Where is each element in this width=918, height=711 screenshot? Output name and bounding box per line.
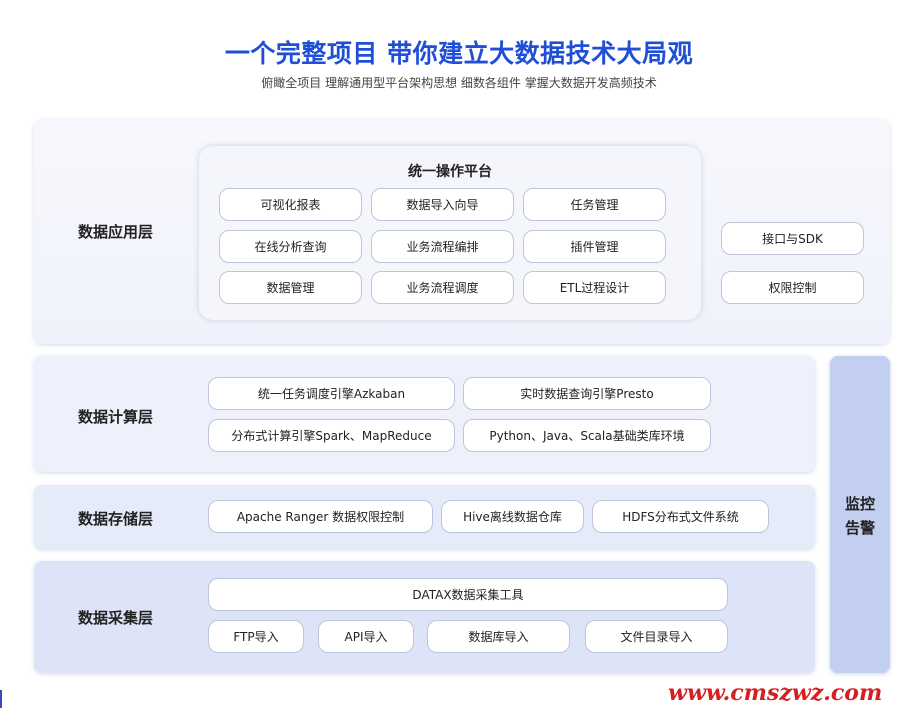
site-watermark: www.cmszwz.com xyxy=(668,680,883,706)
collection-item-api[interactable]: API导入 xyxy=(318,620,414,653)
compute-item-base-libraries[interactable]: Python、Java、Scala基础类库环境 xyxy=(463,419,711,452)
platform-item-visual-report[interactable]: 可视化报表 xyxy=(219,188,362,221)
collection-layer-label: 数据采集层 xyxy=(78,609,154,627)
monitor-label-line1: 监控 xyxy=(844,495,875,513)
collection-item-datax[interactable]: DATAX数据采集工具 xyxy=(208,578,728,611)
platform-item-data-management[interactable]: 数据管理 xyxy=(219,271,362,304)
platform-item-workflow-orchestration[interactable]: 业务流程编排 xyxy=(371,230,514,263)
platform-item-task-management[interactable]: 任务管理 xyxy=(523,188,666,221)
platform-item-etl-design[interactable]: ETL过程设计 xyxy=(523,271,666,304)
compute-layer xyxy=(34,356,815,472)
storage-layer-label: 数据存储层 xyxy=(78,510,154,528)
storage-item-ranger[interactable]: Apache Ranger 数据权限控制 xyxy=(208,500,433,533)
compute-item-azkaban[interactable]: 统一任务调度引擎Azkaban xyxy=(208,377,455,410)
collection-item-file-directory[interactable]: 文件目录导入 xyxy=(585,620,728,653)
compute-item-presto[interactable]: 实时数据查询引擎Presto xyxy=(463,377,711,410)
compute-layer-label: 数据计算层 xyxy=(78,408,154,426)
page-title: 一个完整项目 带你建立大数据技术大局观 xyxy=(224,39,694,68)
platform-item-plugin-management[interactable]: 插件管理 xyxy=(523,230,666,263)
platform-item-workflow-scheduling[interactable]: 业务流程调度 xyxy=(371,271,514,304)
unified-platform-title: 统一操作平台 xyxy=(408,164,492,180)
application-layer-label: 数据应用层 xyxy=(78,223,154,241)
collection-item-database[interactable]: 数据库导入 xyxy=(427,620,570,653)
page-subtitle: 俯瞰全项目 理解通用型平台架构思想 细数各组件 掌握大数据开发高频技术 xyxy=(261,76,657,90)
monitor-alert-label: 监控 告警 xyxy=(830,492,890,540)
platform-item-import-wizard[interactable]: 数据导入向导 xyxy=(371,188,514,221)
monitor-alert-column xyxy=(830,356,890,673)
api-sdk-item[interactable]: 接口与SDK xyxy=(721,222,864,255)
monitor-label-line2: 告警 xyxy=(844,519,875,537)
compute-item-spark-mapreduce[interactable]: 分布式计算引擎Spark、MapReduce xyxy=(208,419,455,452)
left-edge-marker xyxy=(0,690,2,708)
collection-item-ftp[interactable]: FTP导入 xyxy=(208,620,304,653)
permission-control-item[interactable]: 权限控制 xyxy=(721,271,864,304)
platform-item-olap[interactable]: 在线分析查询 xyxy=(219,230,362,263)
storage-item-hive[interactable]: Hive离线数据仓库 xyxy=(441,500,584,533)
storage-item-hdfs[interactable]: HDFS分布式文件系统 xyxy=(592,500,769,533)
